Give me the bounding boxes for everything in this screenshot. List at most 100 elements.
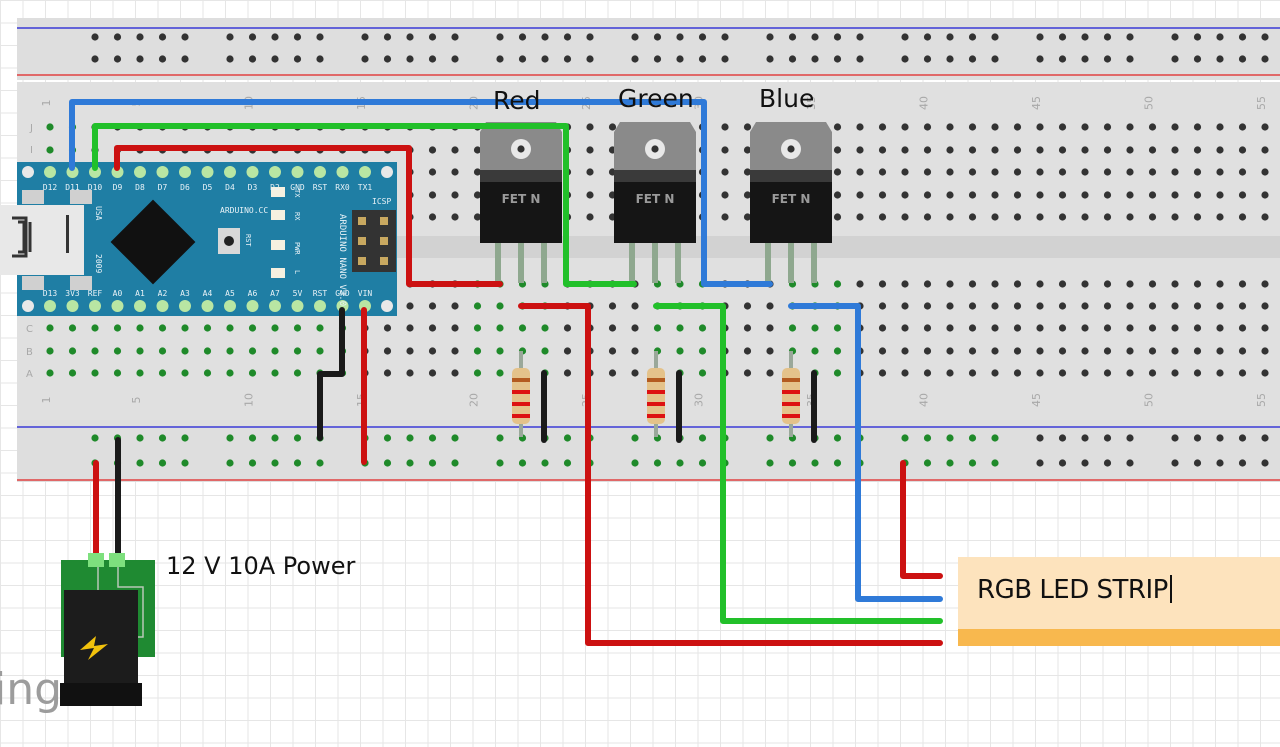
breadboard-hole[interactable] bbox=[946, 302, 954, 310]
resistor[interactable] bbox=[512, 351, 530, 437]
breadboard-hole[interactable] bbox=[901, 369, 909, 377]
breadboard-hole[interactable] bbox=[1171, 213, 1179, 221]
rail-hole[interactable] bbox=[653, 459, 662, 467]
breadboard-hole[interactable] bbox=[496, 324, 504, 332]
rail-hole[interactable] bbox=[316, 459, 324, 467]
rail-hole[interactable] bbox=[563, 459, 572, 467]
breadboard-hole[interactable] bbox=[743, 168, 752, 176]
rail-hole[interactable] bbox=[698, 33, 707, 41]
breadboard-hole[interactable] bbox=[1103, 146, 1112, 154]
rail-hole[interactable] bbox=[293, 459, 302, 467]
rail-hole[interactable] bbox=[1216, 55, 1224, 63]
breadboard-hole[interactable] bbox=[923, 347, 932, 355]
rail-hole[interactable] bbox=[968, 55, 977, 63]
breadboard-hole[interactable] bbox=[1238, 280, 1247, 288]
rail-hole[interactable] bbox=[1193, 459, 1202, 467]
breadboard-hole[interactable] bbox=[91, 347, 99, 355]
breadboard-hole[interactable] bbox=[1261, 280, 1269, 288]
breadboard-hole[interactable] bbox=[181, 369, 189, 377]
breadboard-hole[interactable] bbox=[1261, 369, 1269, 377]
breadboard-hole[interactable] bbox=[743, 347, 752, 355]
breadboard-hole[interactable] bbox=[1238, 302, 1247, 310]
nano-pin-a6[interactable] bbox=[246, 300, 259, 312]
rail-hole[interactable] bbox=[698, 459, 707, 467]
rail-hole[interactable] bbox=[856, 33, 864, 41]
nano-pin-d6[interactable] bbox=[179, 166, 191, 178]
rail-hole[interactable] bbox=[1216, 459, 1224, 467]
breadboard-hole[interactable] bbox=[46, 347, 54, 355]
breadboard-hole[interactable] bbox=[811, 347, 819, 355]
rail-hole[interactable] bbox=[766, 459, 774, 467]
breadboard-hole[interactable] bbox=[451, 324, 459, 332]
rail-hole[interactable] bbox=[946, 434, 954, 442]
breadboard-hole[interactable] bbox=[833, 347, 842, 355]
rail-hole[interactable] bbox=[721, 33, 729, 41]
breadboard-hole[interactable] bbox=[271, 369, 279, 377]
breadboard-hole[interactable] bbox=[1013, 146, 1022, 154]
breadboard-hole[interactable] bbox=[1036, 213, 1044, 221]
breadboard-hole[interactable] bbox=[1216, 213, 1224, 221]
nano-pin-a2[interactable] bbox=[156, 300, 169, 312]
rail-hole[interactable] bbox=[451, 33, 459, 41]
rail-hole[interactable] bbox=[406, 33, 414, 41]
breadboard-hole[interactable] bbox=[721, 146, 729, 154]
breadboard-hole[interactable] bbox=[68, 347, 77, 355]
nano-pin-a4[interactable] bbox=[201, 300, 214, 312]
breadboard-hole[interactable] bbox=[136, 369, 144, 377]
breadboard-hole[interactable] bbox=[406, 324, 414, 332]
rail-hole[interactable] bbox=[631, 459, 639, 467]
rail-hole[interactable] bbox=[316, 55, 324, 63]
breadboard-hole[interactable] bbox=[1193, 146, 1202, 154]
rail-hole[interactable] bbox=[676, 33, 684, 41]
breadboard-hole[interactable] bbox=[991, 123, 999, 131]
breadboard-hole[interactable] bbox=[653, 324, 662, 332]
breadboard-hole[interactable] bbox=[428, 213, 437, 221]
breadboard-hole[interactable] bbox=[1238, 213, 1247, 221]
breadboard-hole[interactable] bbox=[1058, 191, 1067, 199]
nano-pin-d12[interactable] bbox=[44, 166, 56, 178]
breadboard-hole[interactable] bbox=[293, 347, 302, 355]
rail-hole[interactable] bbox=[698, 55, 707, 63]
breadboard-hole[interactable] bbox=[1238, 146, 1247, 154]
rail-hole[interactable] bbox=[271, 55, 279, 63]
breadboard-hole[interactable] bbox=[473, 146, 482, 154]
breadboard-hole[interactable] bbox=[473, 324, 482, 332]
rail-hole[interactable] bbox=[496, 434, 504, 442]
rail-hole[interactable] bbox=[631, 55, 639, 63]
breadboard-hole[interactable] bbox=[811, 324, 819, 332]
rail-hole[interactable] bbox=[1036, 459, 1044, 467]
breadboard-hole[interactable] bbox=[428, 168, 437, 176]
breadboard-hole[interactable] bbox=[158, 324, 167, 332]
breadboard-hole[interactable] bbox=[1261, 191, 1269, 199]
breadboard-hole[interactable] bbox=[586, 191, 594, 199]
breadboard-hole[interactable] bbox=[1058, 168, 1067, 176]
breadboard-hole[interactable] bbox=[1216, 168, 1224, 176]
breadboard-hole[interactable] bbox=[68, 369, 77, 377]
breadboard-hole[interactable] bbox=[901, 324, 909, 332]
breadboard-hole[interactable] bbox=[226, 324, 234, 332]
breadboard-hole[interactable] bbox=[1126, 280, 1134, 288]
breadboard-hole[interactable] bbox=[698, 347, 707, 355]
breadboard-hole[interactable] bbox=[743, 369, 752, 377]
rail-hole[interactable] bbox=[1261, 55, 1269, 63]
nano-pin-a5[interactable] bbox=[224, 300, 236, 312]
rail-hole[interactable] bbox=[923, 434, 932, 442]
rail-hole[interactable] bbox=[271, 434, 279, 442]
mosfet-red[interactable]: FET N bbox=[480, 122, 562, 283]
breadboard-hole[interactable] bbox=[1036, 302, 1044, 310]
rail-hole[interactable] bbox=[1171, 33, 1179, 41]
breadboard-hole[interactable] bbox=[1126, 302, 1134, 310]
blue-wire-fet-blue[interactable] bbox=[788, 303, 943, 602]
breadboard-hole[interactable] bbox=[878, 168, 887, 176]
breadboard-hole[interactable] bbox=[1261, 123, 1269, 131]
breadboard-hole[interactable] bbox=[451, 168, 459, 176]
breadboard-hole[interactable] bbox=[1081, 146, 1089, 154]
breadboard-hole[interactable] bbox=[1058, 213, 1067, 221]
breadboard-hole[interactable] bbox=[856, 168, 864, 176]
breadboard-hole[interactable] bbox=[1216, 369, 1224, 377]
breadboard-hole[interactable] bbox=[608, 123, 617, 131]
rail-hole[interactable] bbox=[833, 434, 842, 442]
breadboard-hole[interactable] bbox=[833, 191, 842, 199]
breadboard-hole[interactable] bbox=[721, 191, 729, 199]
breadboard-hole[interactable] bbox=[788, 324, 797, 332]
